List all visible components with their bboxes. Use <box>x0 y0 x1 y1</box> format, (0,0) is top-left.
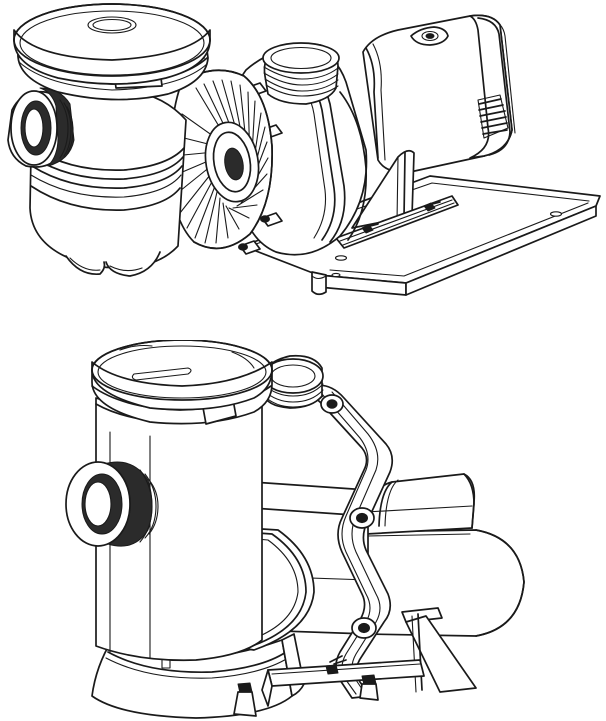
pot-drain-foot <box>65 251 161 277</box>
motor-support-bracket <box>261 607 477 707</box>
suction-inlet-port <box>7 87 75 168</box>
figure-isometric <box>0 0 606 320</box>
strainer-lid <box>91 340 273 411</box>
motor-cooling-vents <box>477 94 509 139</box>
figure-isometric-drawing <box>7 3 601 296</box>
diffuser-vanes <box>169 69 273 250</box>
figure-side-drawing <box>65 340 525 719</box>
motor-junction-box <box>410 26 449 46</box>
base-plate <box>242 175 601 296</box>
motor-housing <box>363 529 525 637</box>
suction-inlet-port <box>65 461 159 547</box>
motor-support-bracket <box>335 149 459 249</box>
figure-side <box>0 340 606 721</box>
bracket-pivot-bolts <box>320 394 377 639</box>
discharge-outlet-port <box>262 42 340 105</box>
motor-housing <box>362 14 516 174</box>
base-mounting-holes <box>331 211 563 278</box>
strainer-lid <box>13 3 211 85</box>
base-clamp-hardware <box>233 656 379 717</box>
